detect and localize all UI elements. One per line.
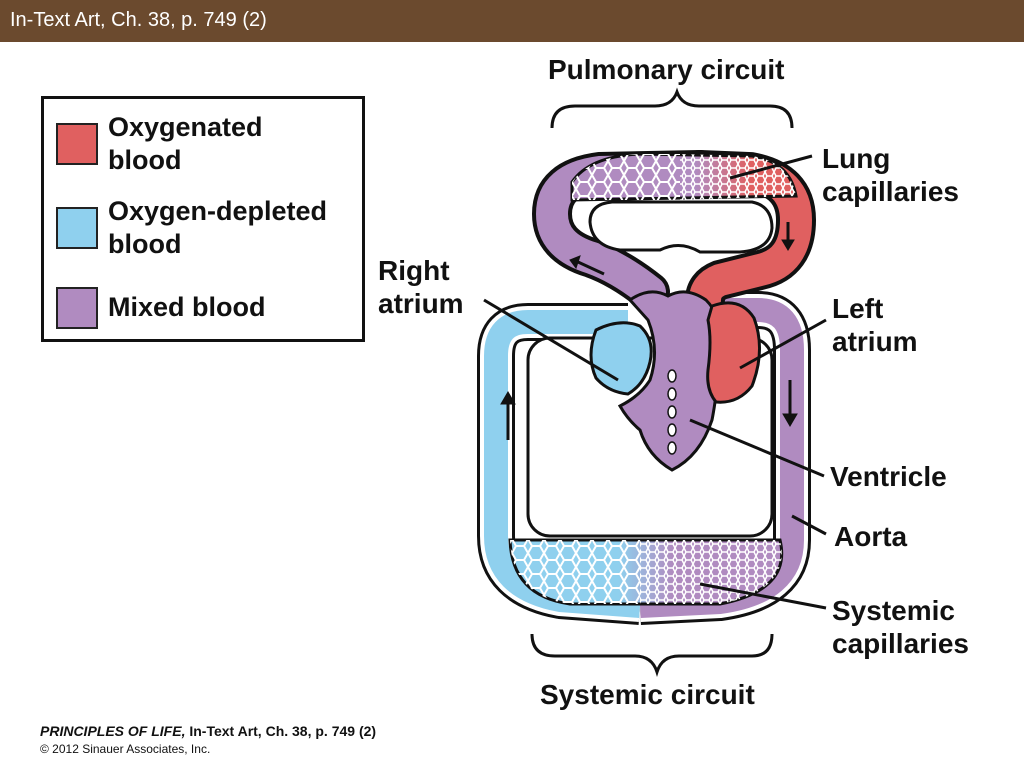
legend-swatch-oxygenated [56,123,98,165]
left-atrium-shape [706,301,762,404]
legend-label-oxygenated: Oxygenated blood [108,112,263,175]
legend-label-mixed: Mixed blood [108,292,266,322]
legend-label-oxygen-depleted: Oxygen-depleted blood [108,196,328,259]
footer-reference-text: In-Text Art, Ch. 38, p. 749 (2) [185,723,377,739]
ventricle-label: Ventricle [830,461,947,492]
legend-swatch-mixed [56,287,98,329]
footer-book-title: PRINCIPLES OF LIFE, [40,723,186,739]
right-atrium-shape [589,321,653,396]
legend: Oxygenated blood Oxygen-depleted blood M… [41,96,365,342]
lung-capillaries-label: Lung capillaries [822,143,959,207]
slide-title: In-Text Art, Ch. 38, p. 749 (2) [10,9,267,31]
footer-reference: PRINCIPLES OF LIFE, In-Text Art, Ch. 38,… [40,723,376,739]
systemic-circuit-label: Systemic circuit [540,679,755,710]
pulmonary-circuit-label: Pulmonary circuit [548,54,785,85]
left-atrium-label: Left atrium [832,293,918,357]
systemic-brace [530,633,774,678]
systemic-capillaries-label: Systemic capillaries [832,595,969,659]
aorta-label: Aorta [834,521,908,552]
pulmonary-brace [550,87,794,129]
title-bar: In-Text Art, Ch. 38, p. 749 (2) [0,0,1024,42]
legend-swatch-oxygen-depleted [56,207,98,249]
right-atrium-label: Right atrium [378,255,464,319]
footer-copyright: © 2012 Sinauer Associates, Inc. [40,742,211,756]
